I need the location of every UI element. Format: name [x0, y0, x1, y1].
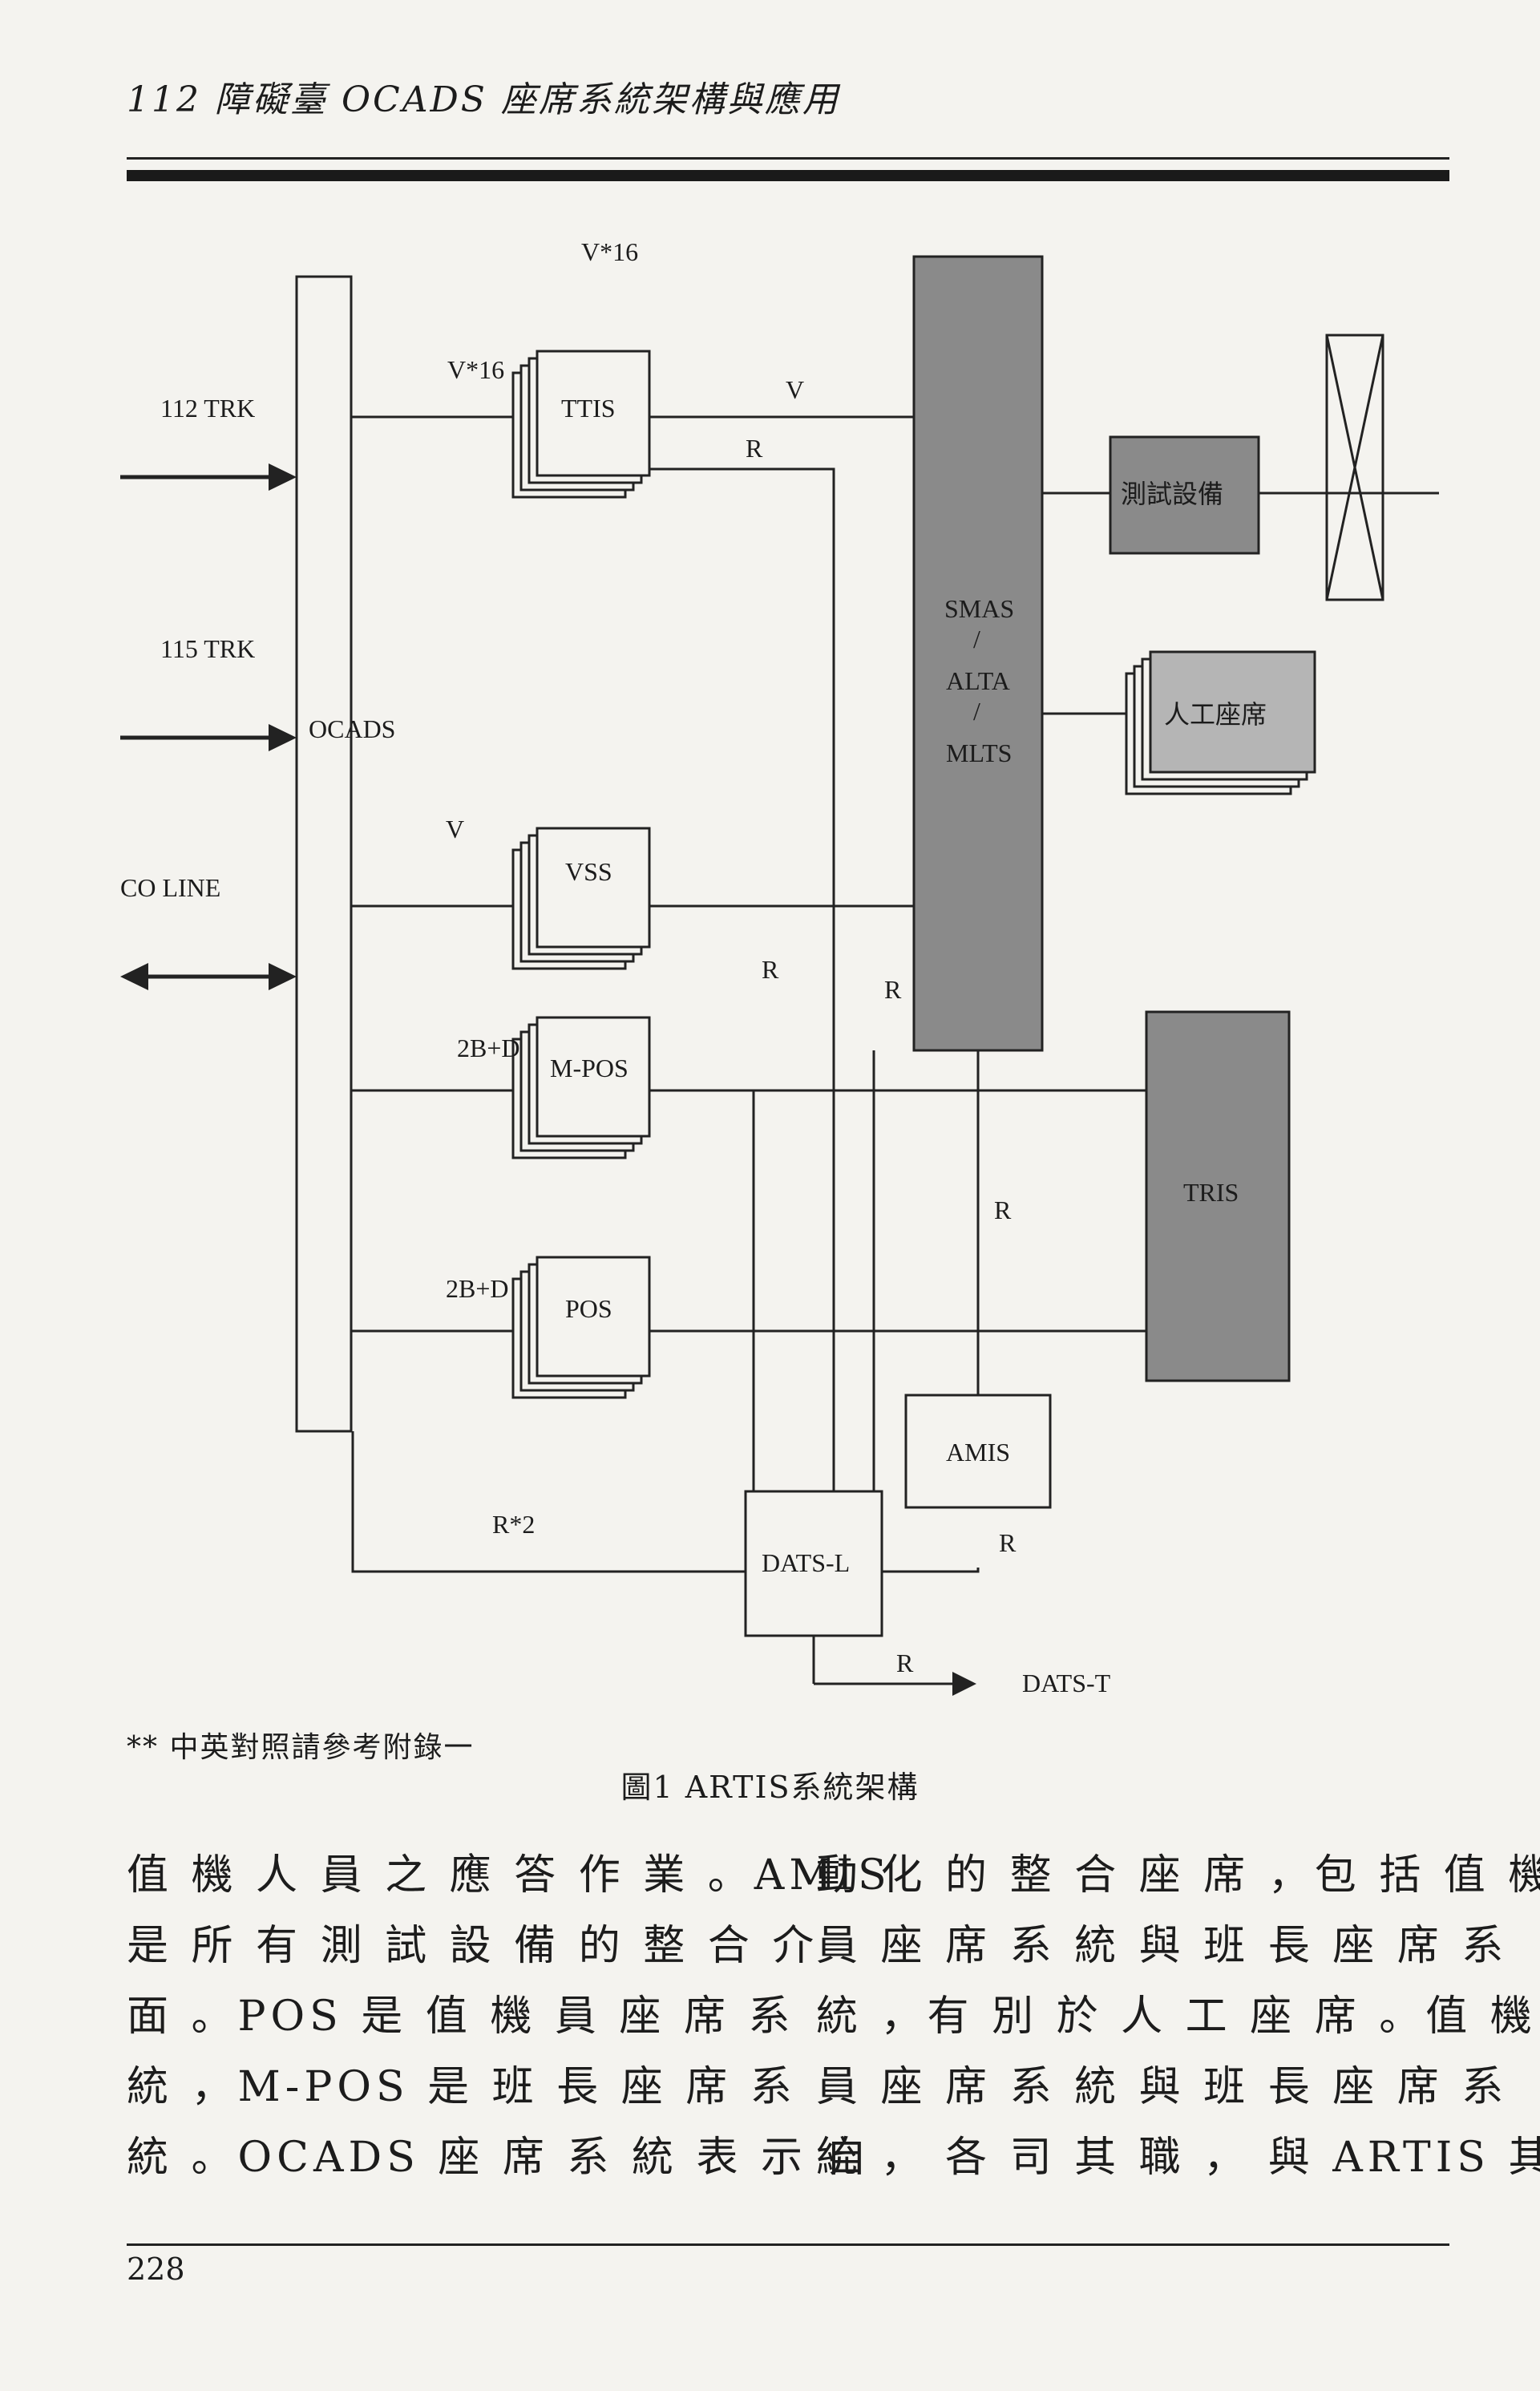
artis-architecture-diagram: V*16 V*16 112 TRK 115 TRK OCADS V CO LIN… [120, 237, 1439, 1697]
body-line: 統 。OCADS 座 席 系 統 表 示 自 [127, 2134, 872, 2182]
body-column-left: 值 機 人 員 之 應 答 作 業 。AMIS 是 所 有 測 試 設 備 的 … [127, 1840, 891, 2193]
trk115-arrow [120, 724, 297, 751]
label-2bd-2: 2B+D [446, 1274, 509, 1303]
pos-stack [511, 1256, 651, 1399]
body-line: 員 座 席 系 統 與 班 長 座 席 系 [816, 1922, 1509, 1970]
label-test-equipment: 測試設備 [1121, 479, 1223, 508]
body-line: 統 ，M-POS 是 班 長 座 席 系 [127, 2063, 797, 2111]
footnote: ** 中英對照請參考附錄一 [127, 1731, 475, 1764]
label-slash-1: / [973, 625, 980, 653]
vss-stack [511, 827, 651, 970]
co-line-arrow [120, 963, 297, 990]
label-r-center: R [884, 975, 902, 1004]
label-v-left: V [446, 815, 464, 844]
amis-box [904, 1394, 1052, 1509]
label-ttis: TTIS [561, 394, 616, 423]
mpos-stack [511, 1016, 651, 1159]
trk112-arrow [120, 463, 297, 491]
dats-l-box [744, 1490, 883, 1637]
label-2bd-1: 2B+D [457, 1034, 520, 1062]
running-header: 112 障礙臺 OCADS 座席系統架構與應用 [127, 79, 840, 120]
ttis-stack [511, 350, 651, 499]
smas-alta-mlts-box [912, 255, 1044, 1052]
label-v-ttis: V [786, 375, 804, 404]
label-r-ttis: R [746, 434, 763, 463]
header-rule-thin [127, 157, 1449, 160]
label-r-tris: R [994, 1196, 1012, 1224]
label-v16-mid: V*16 [447, 355, 504, 384]
tris-box [1145, 1010, 1291, 1382]
figure-caption: 圖1 ARTIS系統架構 [620, 1770, 920, 1805]
body-line: 面 。POS 是 值 機 員 座 席 系 [127, 1992, 795, 2041]
label-alta: ALTA [946, 666, 1010, 695]
label-r2: R*2 [492, 1510, 535, 1539]
header-rule-thick [127, 170, 1449, 181]
page-number: 228 [127, 2251, 185, 2287]
label-dats-t: DATS-T [1022, 1669, 1111, 1697]
label-r-amis: R [999, 1528, 1017, 1557]
label-tris: TRIS [1183, 1178, 1239, 1207]
body-column-right: 動 化 的 整 合 座 席 ，包 括 值 機 員 座 席 系 統 與 班 長 座… [816, 1840, 1540, 2193]
label-r-vss: R [762, 955, 779, 984]
body-line: 統 ，有 別 於 人 工 座 席 。值 機 [816, 1992, 1537, 2041]
label-co-line: CO LINE [120, 873, 220, 902]
body-line: 動 化 的 整 合 座 席 ，包 括 值 機 [816, 1851, 1540, 1899]
label-112-trk: 112 TRK [160, 394, 255, 423]
ocads-box [295, 275, 353, 1433]
label-115-trk: 115 TRK [160, 634, 255, 663]
label-manual-seat: 人工座席 [1164, 700, 1267, 729]
label-ocads: OCADS [309, 714, 395, 743]
body-line: 是 所 有 測 試 設 備 的 整 合 介 [127, 1922, 819, 1970]
label-mpos: M-POS [550, 1054, 629, 1082]
connection-lines [351, 415, 1439, 1684]
manual-seat-stack [1125, 650, 1316, 795]
label-r-bottom: R [896, 1649, 914, 1677]
label-mlts: MLTS [946, 738, 1012, 767]
body-line: 員 座 席 系 統 與 班 長 座 席 系 [816, 2063, 1509, 2111]
label-vss: VSS [565, 857, 612, 886]
label-dats-l: DATS-L [762, 1548, 850, 1577]
label-smas: SMAS [944, 594, 1014, 623]
test-equipment-box [1109, 435, 1260, 555]
label-amis: AMIS [946, 1438, 1010, 1467]
crossed-box [1325, 334, 1384, 601]
body-line: 統 ， 各 司 其 職 ， 與 ARTIS 其 [816, 2134, 1540, 2182]
label-v16-top: V*16 [581, 237, 638, 266]
body-line: 值 機 人 員 之 應 答 作 業 。AMIS [127, 1851, 891, 1899]
label-pos: POS [565, 1294, 612, 1323]
label-slash-2: / [973, 697, 980, 726]
footer-rule [127, 2243, 1449, 2246]
